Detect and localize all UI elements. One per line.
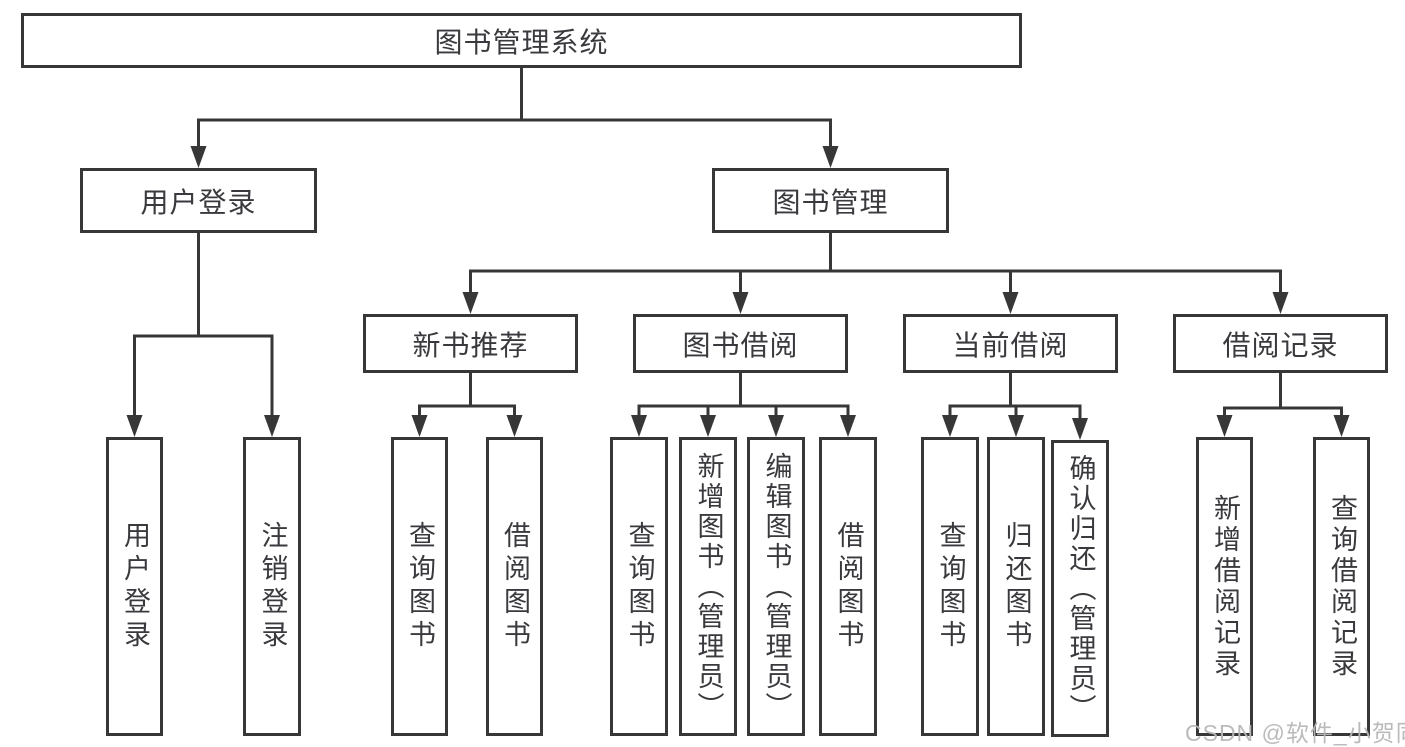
connector-book-borrow-children [631,373,856,437]
node-user-login-group: 用户登录 [80,168,317,233]
node-leaf-return-book: 归还图书 [987,437,1045,736]
node-leaf-edit-book-admin: 编辑图书（管理员） [747,437,805,736]
node-book-borrow: 图书借阅 [633,314,848,373]
node-borrow-records: 借阅记录 [1173,314,1388,373]
node-book-management: 图书管理 [712,168,949,233]
node-leaf-query-book-recommend: 查询图书 [391,437,448,736]
connector-borrow-records-children [1216,373,1350,437]
node-leaf-query-borrow-record: 查询借阅记录 [1313,437,1370,736]
node-leaf-query-book-current: 查询图书 [921,437,979,736]
node-leaf-add-borrow-record: 新增借阅记录 [1196,437,1253,736]
connector-current-borrow-children [942,373,1088,440]
connector-book-management-children [462,233,1289,314]
connector-new-book-children [411,373,523,437]
connector-root-to-level2 [190,68,839,168]
node-current-borrow: 当前借阅 [903,314,1118,373]
connector-user-login-children [126,233,280,437]
node-leaf-borrow-book-recommend: 借阅图书 [486,437,543,736]
node-leaf-query-book-borrow: 查询图书 [610,437,668,736]
node-leaf-borrow-book-borrow: 借阅图书 [819,437,877,736]
csdn-watermark: CSDN @软件_小贺同学 [1185,720,1405,746]
node-root-system: 图书管理系统 [21,13,1022,68]
node-new-book-recommend: 新书推荐 [363,314,578,373]
node-leaf-confirm-return-admin: 确认归还（管理员） [1051,440,1109,737]
node-leaf-user-login: 用户登录 [106,437,163,736]
node-leaf-add-book-admin: 新增图书（管理员） [679,437,737,736]
node-leaf-logout: 注销登录 [243,437,301,736]
